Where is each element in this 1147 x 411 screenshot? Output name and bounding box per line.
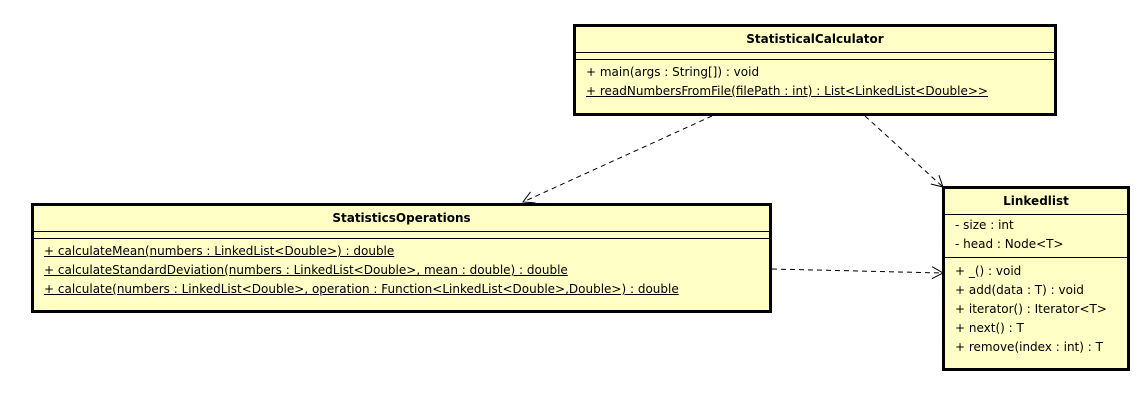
class-statistical-calculator[interactable]: StatisticalCalculator + main(args : Stri… <box>573 24 1057 116</box>
attributes-compartment: - size : int - head : Node<T> <box>945 215 1127 257</box>
compartment-divider <box>576 52 1054 53</box>
operation: + calculate(numbers : LinkedList<Double>… <box>44 282 679 296</box>
dependency-calculator-to-linkedlist <box>864 115 944 188</box>
class-name: StatisticsOperations <box>332 211 471 225</box>
class-statistics-operations[interactable]: StatisticsOperations + calculateMean(num… <box>31 203 772 313</box>
attribute: - head : Node<T> <box>955 237 1064 251</box>
operation: + iterator() : Iterator<T> <box>955 302 1107 316</box>
operation: + remove(index : int) : T <box>955 340 1103 354</box>
compartment-divider <box>576 59 1054 60</box>
operation: + add(data : T) : void <box>955 283 1084 297</box>
class-name: StatisticalCalculator <box>746 32 884 46</box>
operation: + calculateStandardDeviation(numbers : L… <box>44 263 568 277</box>
compartment-divider <box>945 214 1127 215</box>
operations-compartment: + calculateMean(numbers : LinkedList<Dou… <box>34 239 769 303</box>
operation: + next() : T <box>955 321 1024 335</box>
class-name: Linkedlist <box>1003 194 1069 208</box>
compartment-divider <box>34 238 769 239</box>
dependency-calculator-to-operations <box>522 115 713 204</box>
operation: + main(args : String[]) : void <box>586 65 760 79</box>
operations-compartment: + _() : void + add(data : T) : void + it… <box>945 258 1127 359</box>
operation: + _() : void <box>955 264 1022 278</box>
compartment-divider <box>34 231 769 232</box>
attribute: - size : int <box>955 218 1014 232</box>
operation: + readNumbersFromFile(filePath : int) : … <box>586 84 988 98</box>
operation: + calculateMean(numbers : LinkedList<Dou… <box>44 244 395 258</box>
dependency-operations-to-linkedlist <box>771 266 945 280</box>
class-linkedlist[interactable]: Linkedlist - size : int - head : Node<T>… <box>942 186 1130 371</box>
operations-compartment: + main(args : String[]) : void + readNum… <box>576 60 1054 105</box>
compartment-divider <box>945 257 1127 258</box>
